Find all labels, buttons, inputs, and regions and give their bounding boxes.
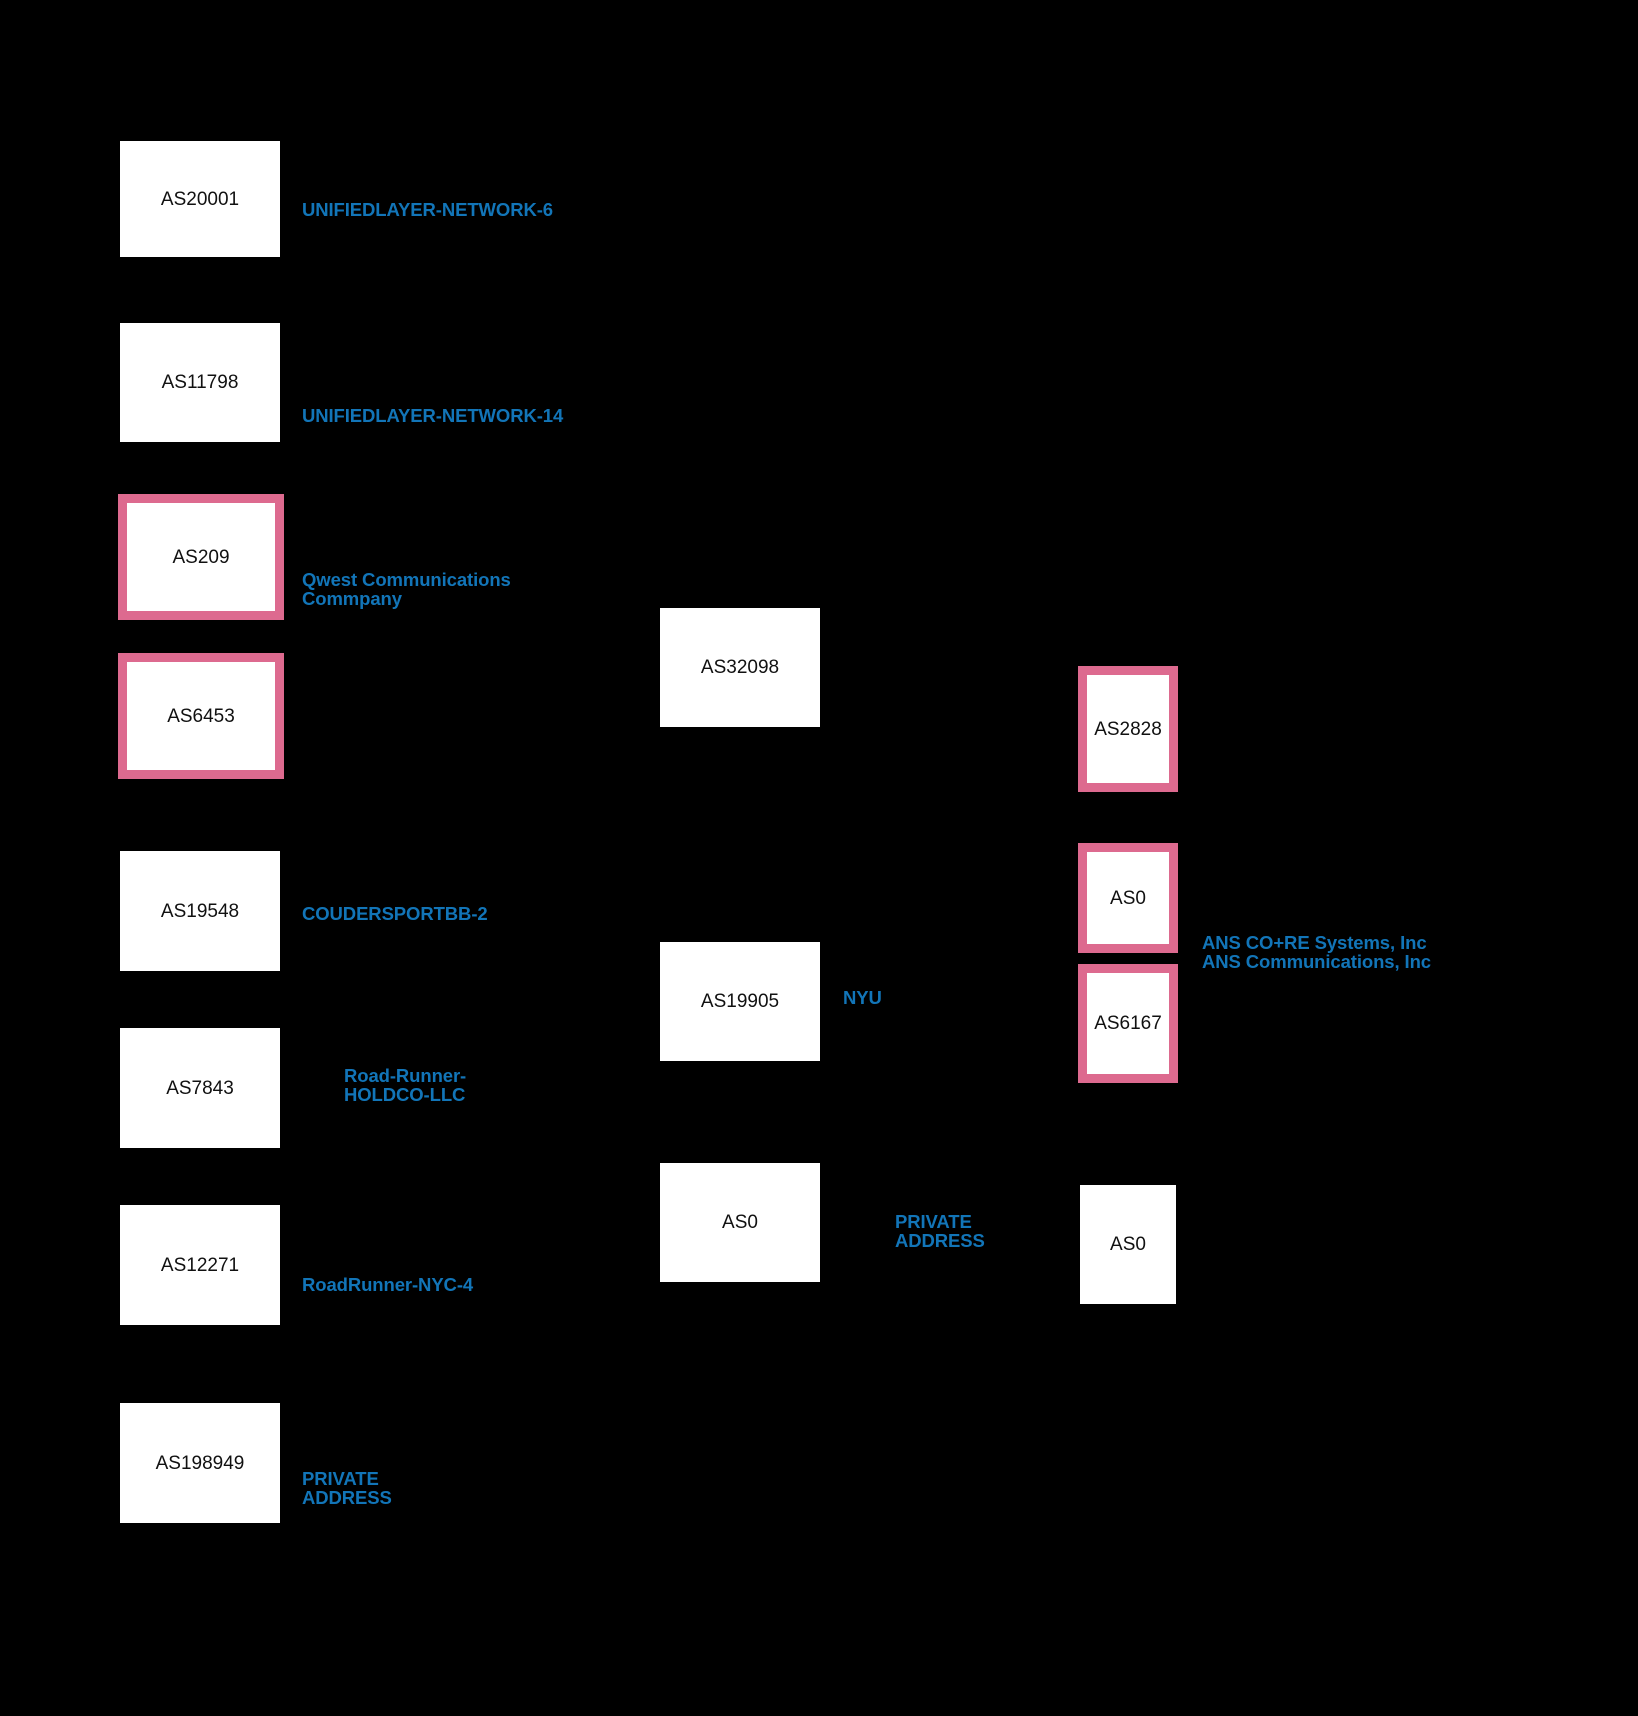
as-node-label: AS7843: [166, 1077, 234, 1099]
as-node-as32098[interactable]: AS32098: [660, 608, 820, 727]
as-node-label: AS0: [722, 1212, 758, 1233]
annotation-coudersportbb-2: COUDERSPORTBB-2: [302, 884, 488, 923]
as-node-as6453[interactable]: AS6453: [118, 653, 284, 779]
as-node-as12271[interactable]: AS12271: [120, 1205, 280, 1325]
as-node-label: AS32098: [700, 657, 780, 678]
annotation-road-runner-holdco-llc: Road-Runner- HOLDCO-LLC: [344, 1046, 466, 1105]
annotation-unifiedlayer-network-14: UNIFIEDLAYER-NETWORK-14: [302, 386, 563, 425]
annotation-roadrunner-nyc-4: RoadRunner-NYC-4: [302, 1255, 473, 1294]
as-node-label: AS12271: [160, 1254, 240, 1276]
as-node-label: AS209: [172, 546, 230, 568]
annotation-text: Qwest Communications Commpany: [302, 568, 511, 610]
as-node-as11798[interactable]: AS11798: [120, 323, 280, 442]
annotation-text: ANS CO+RE Systems, Inc ANS Communication…: [1202, 931, 1431, 973]
as-node-as209[interactable]: AS209: [118, 494, 284, 620]
as-node-label: AS11798: [161, 372, 239, 393]
annotation-text: COUDERSPORTBB-2: [302, 902, 488, 924]
as-node-as0-middle[interactable]: AS0: [660, 1163, 820, 1282]
annotation-text: NYU: [843, 986, 882, 1008]
annotation-text: PRIVATE ADDRESS: [302, 1467, 392, 1509]
as-node-label: AS19905: [700, 991, 780, 1012]
annotation-private-address-middle: PRIVATE ADDRESS: [895, 1192, 985, 1251]
as-node-label: AS6167: [1094, 1013, 1162, 1034]
as-node-label: AS0: [1110, 887, 1146, 909]
as-node-label: AS0: [1110, 1234, 1146, 1255]
annotation-text: RoadRunner-NYC-4: [302, 1273, 474, 1295]
as-node-as19548[interactable]: AS19548: [120, 851, 280, 971]
annotation-nyu: NYU: [843, 968, 882, 1007]
as-node-label: AS19548: [160, 900, 240, 922]
as-node-as198949[interactable]: AS198949: [120, 1403, 280, 1523]
as-node-as0-right[interactable]: AS0: [1080, 1185, 1176, 1304]
annotation-unifiedlayer-network-6: UNIFIEDLAYER-NETWORK-6: [302, 180, 553, 219]
as-node-as7843[interactable]: AS7843: [120, 1028, 280, 1148]
annotation-text: UNIFIEDLAYER-NETWORK-6: [302, 198, 553, 220]
annotation-text: UNIFIEDLAYER-NETWORK-14: [302, 404, 564, 426]
annotation-qwest-communications: Qwest Communications Commpany: [302, 550, 511, 609]
as-node-label: AS20001: [160, 188, 240, 210]
annotation-ans-networks: ANS CO+RE Systems, Inc ANS Communication…: [1202, 913, 1431, 972]
as-node-label: AS198949: [155, 1452, 245, 1474]
annotation-text: Road-Runner- HOLDCO-LLC: [344, 1064, 467, 1106]
as-node-label: AS2828: [1094, 718, 1162, 740]
as-node-as6167[interactable]: AS6167: [1078, 964, 1178, 1083]
annotation-text: PRIVATE ADDRESS: [895, 1210, 985, 1252]
as-node-as20001[interactable]: AS20001: [120, 141, 280, 257]
as-node-as19905[interactable]: AS19905: [660, 942, 820, 1061]
as-node-as2828[interactable]: AS2828: [1078, 666, 1178, 792]
annotation-private-address-left: PRIVATE ADDRESS: [302, 1449, 392, 1508]
as-node-as0-ans[interactable]: AS0: [1078, 843, 1178, 953]
as-node-label: AS6453: [167, 705, 235, 727]
